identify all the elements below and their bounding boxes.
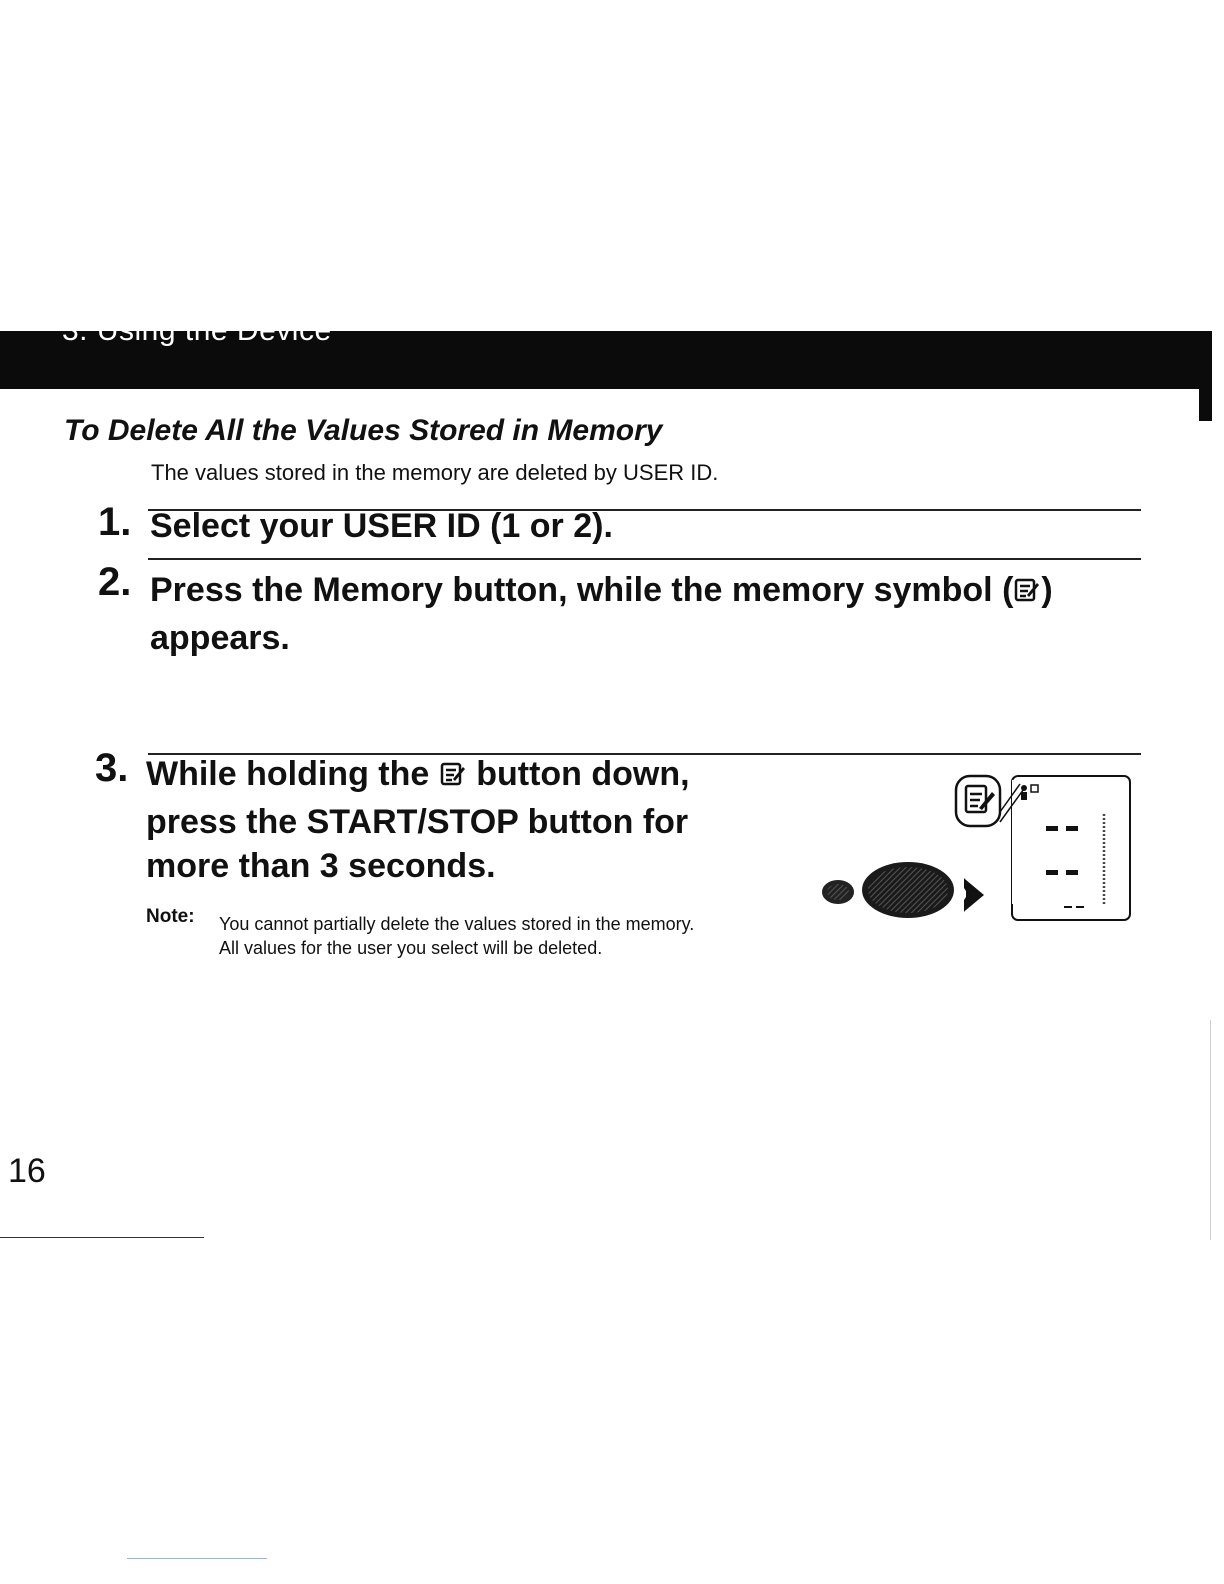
header-tab-marker	[1199, 389, 1212, 421]
footer-rule	[0, 1237, 204, 1238]
note-line-1: You cannot partially delete the values s…	[219, 914, 695, 934]
section-header-bar: 3. Using the Device	[0, 331, 1212, 389]
rule-step-1	[148, 509, 1141, 511]
note-label: Note:	[146, 906, 195, 927]
display-screen	[1011, 775, 1131, 921]
section-intro: The values stored in the memory are dele…	[151, 460, 719, 485]
step-3-text: While holding the button down, press the…	[146, 752, 690, 888]
step-2-text-before: Press the Memory button, while the memor…	[150, 571, 1014, 609]
step-3-line1-after: button down,	[476, 755, 690, 793]
note-line-2: All values for the user you select will …	[219, 938, 603, 958]
memory-button-icon	[822, 880, 854, 904]
step-3-line3: more than 3 seconds.	[146, 847, 496, 885]
memory-symbol-icon	[439, 756, 467, 800]
section-header-text: 3. Using the Device	[62, 331, 332, 348]
start-stop-button-icon	[862, 862, 954, 918]
step-3-number: 3.	[95, 746, 129, 790]
step-2-number: 2.	[98, 560, 132, 604]
device-illustration	[816, 770, 1136, 930]
step-2-line2: appears.	[150, 619, 290, 657]
step-1-text: Select your USER ID (1 or 2).	[150, 507, 613, 545]
section-title: To Delete All the Values Stored in Memor…	[64, 414, 663, 447]
step-3-line2: press the START/STOP button for	[146, 803, 689, 841]
rule-step-2	[148, 558, 1141, 560]
page-number: 16	[8, 1152, 46, 1190]
step-2-text: Press the Memory button, while the memor…	[150, 568, 1053, 660]
memory-symbol-icon	[1013, 572, 1041, 616]
step-2-text-after: )	[1041, 571, 1053, 609]
note-text: You cannot partially delete the values s…	[219, 912, 694, 960]
rule-step-3	[148, 753, 1141, 755]
memory-symbol-icon	[954, 774, 1027, 828]
step-3-line1-before: While holding the	[146, 755, 430, 793]
step-1-number: 1.	[98, 500, 132, 544]
bottom-scan-line	[127, 1558, 267, 1559]
right-edge-line	[1210, 1020, 1211, 1240]
